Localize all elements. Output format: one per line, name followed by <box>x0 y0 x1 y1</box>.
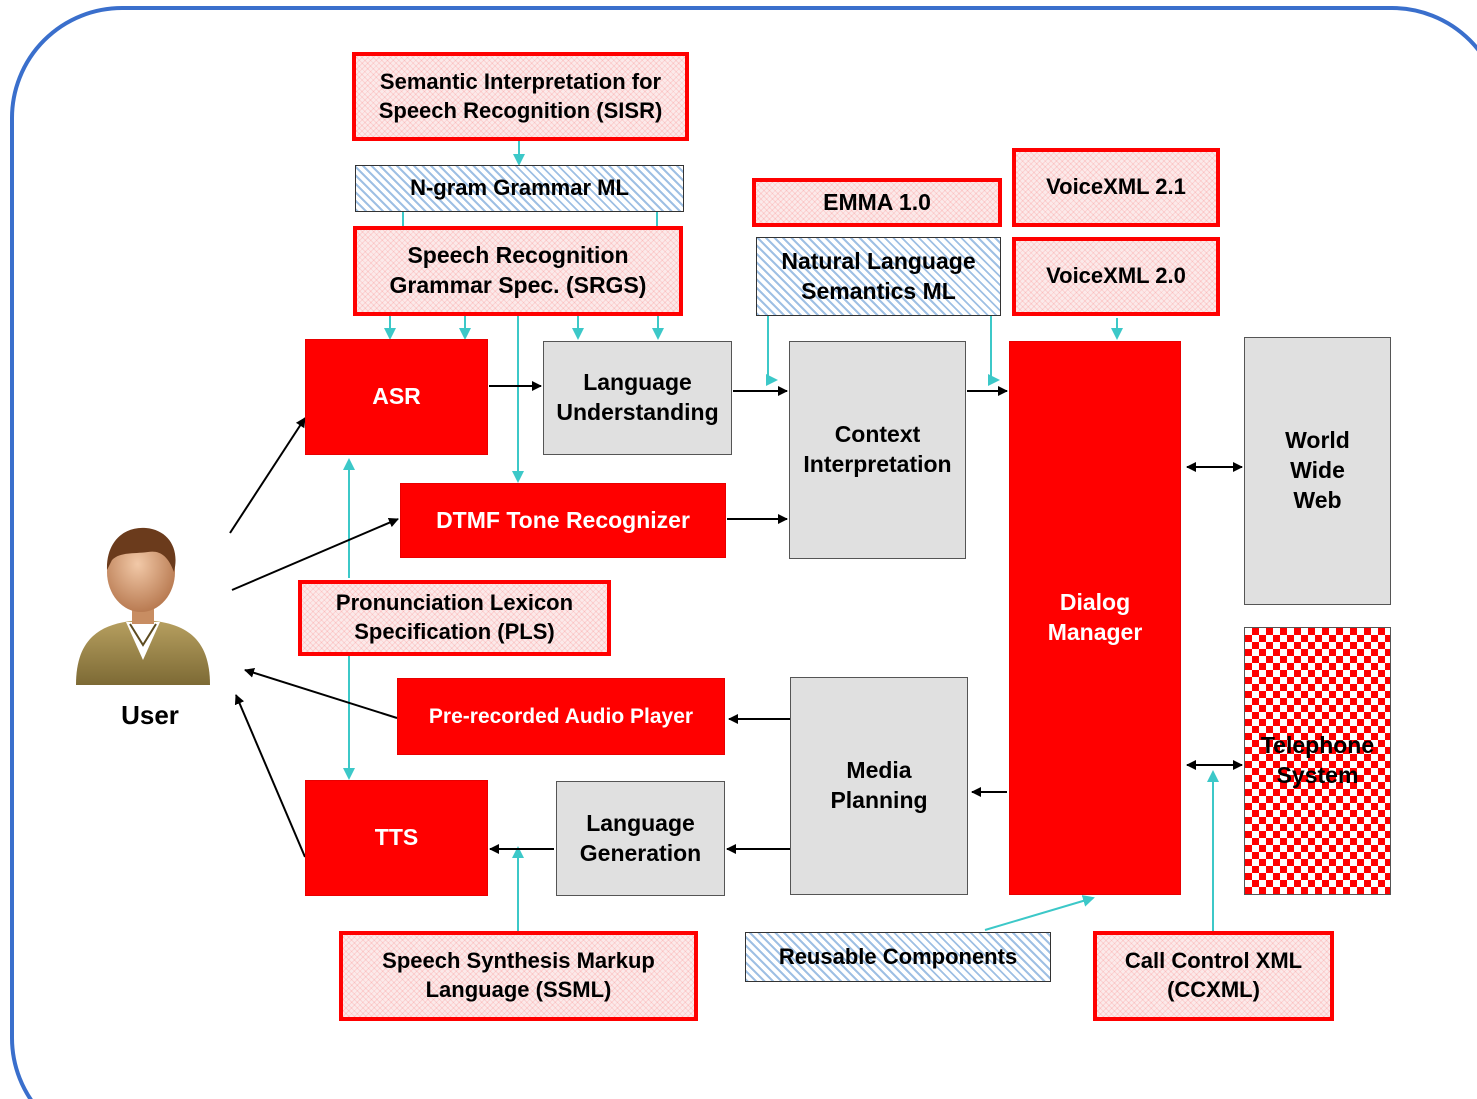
sisr-spec-box[interactable]: Semantic Interpretation for Speech Recog… <box>352 52 689 141</box>
voicexml-20-spec-box[interactable]: VoiceXML 2.0 <box>1012 237 1220 316</box>
asr-box[interactable]: ASR <box>305 339 488 455</box>
pls-spec-box[interactable]: Pronunciation Lexicon Specification (PLS… <box>298 580 611 656</box>
context-interpretation-box[interactable]: Context Interpretation <box>789 341 966 559</box>
reusable-components-box[interactable]: Reusable Components <box>745 932 1051 982</box>
audio-to-user-arrow <box>244 667 398 719</box>
user-person-icon <box>76 527 210 685</box>
media-planning-box[interactable]: Media Planning <box>790 677 968 895</box>
telephone-system-box[interactable]: Telephone System <box>1244 627 1391 895</box>
ssml-spec-box[interactable]: Speech Synthesis Markup Language (SSML) <box>339 931 698 1021</box>
srgs-spec-box[interactable]: Speech Recognition Grammar Spec. (SRGS) <box>353 226 683 316</box>
language-understanding-box[interactable]: Language Understanding <box>543 341 732 455</box>
dtmf-tone-recognizer-box[interactable]: DTMF Tone Recognizer <box>400 483 726 558</box>
dialog-manager-box[interactable]: Dialog Manager <box>1009 341 1181 895</box>
outer-frame <box>10 6 1477 1099</box>
user-to-dtmf-arrow <box>231 517 399 591</box>
tts-to-user-arrow <box>234 694 306 858</box>
world-wide-web-box[interactable]: World Wide Web <box>1244 337 1391 605</box>
tts-box[interactable]: TTS <box>305 780 488 896</box>
reusable-to-dialog-connector <box>984 895 1095 931</box>
user-to-asr-arrow <box>229 417 306 534</box>
language-generation-box[interactable]: Language Generation <box>556 781 725 896</box>
user-label: User <box>121 700 179 730</box>
ccxml-spec-box[interactable]: Call Control XML (CCXML) <box>1093 931 1334 1021</box>
emma-spec-box[interactable]: EMMA 1.0 <box>752 178 1002 227</box>
nlsml-to-context-connector-left <box>766 316 778 386</box>
ngram-grammar-ml-box[interactable]: N-gram Grammar ML <box>355 165 684 212</box>
nlsml-to-dialog-connector <box>988 316 1000 386</box>
voicexml-21-spec-box[interactable]: VoiceXML 2.1 <box>1012 148 1220 227</box>
natural-language-semantics-ml-box[interactable]: Natural Language Semantics ML <box>756 237 1001 316</box>
pre-recorded-audio-player-box[interactable]: Pre-recorded Audio Player <box>397 678 725 755</box>
